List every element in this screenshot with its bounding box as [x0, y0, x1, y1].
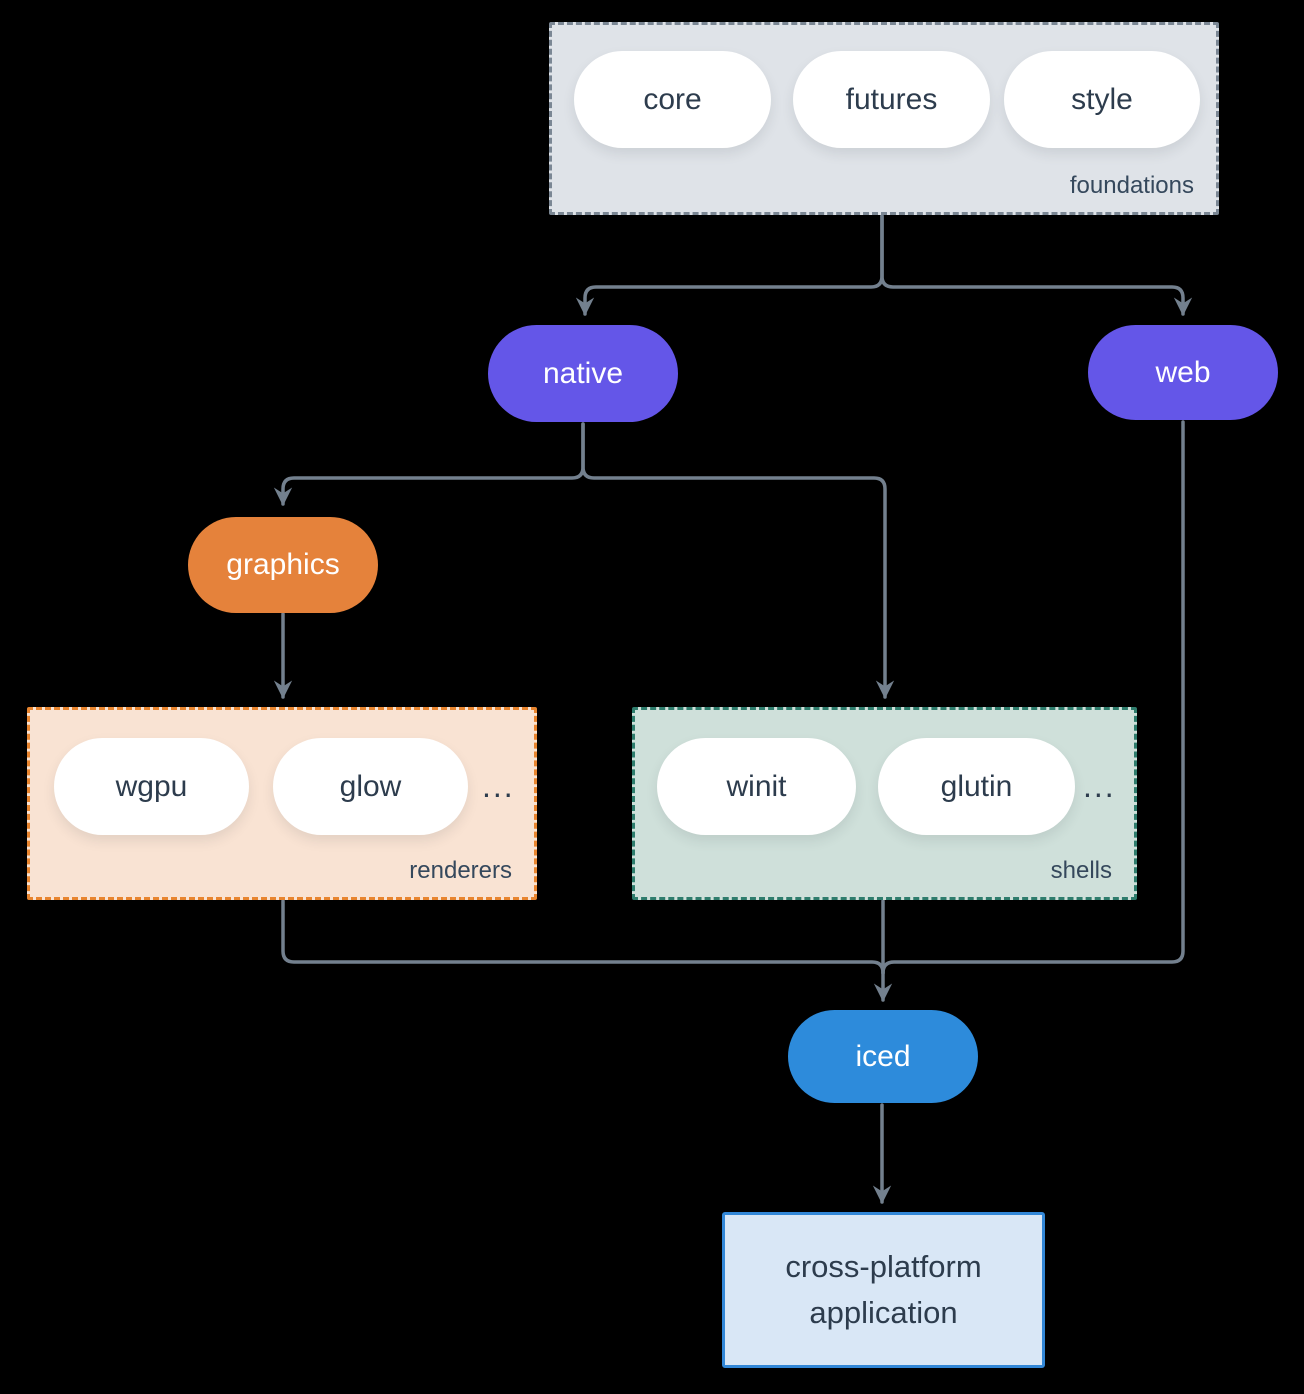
crate-wgpu: wgpu [54, 738, 249, 835]
crate-wgpu-label: wgpu [115, 769, 188, 803]
shells-group: winit glutin ... shells [632, 707, 1137, 900]
app-label-line2: application [809, 1295, 958, 1330]
edge-renderers-iced [281, 899, 885, 975]
edge-native-graphics [273, 422, 585, 506]
shells-ellipsis: ... [1083, 768, 1116, 804]
node-native: native [488, 325, 678, 422]
crate-winit: winit [657, 738, 856, 835]
node-web: web [1088, 325, 1278, 420]
edge-foundations-native [575, 214, 884, 316]
node-graphics: graphics [188, 517, 378, 613]
crate-futures-label: futures [845, 82, 938, 116]
crate-glutin-label: glutin [940, 769, 1013, 803]
edge-native-shells [581, 422, 895, 699]
renderers-group: wgpu glow ... renderers [27, 707, 537, 900]
node-native-label: native [542, 356, 624, 390]
crate-winit-label: winit [726, 769, 787, 803]
renderers-ellipsis: ... [482, 768, 515, 804]
app-label-line1: cross-platform [785, 1249, 982, 1285]
cross-platform-application-box: cross-platform application [722, 1212, 1045, 1368]
crate-glutin: glutin [878, 738, 1075, 835]
node-iced-label: iced [855, 1039, 911, 1073]
crate-core-label: core [643, 82, 702, 116]
crate-style: style [1004, 51, 1200, 148]
foundations-group: core futures style foundations [549, 22, 1219, 215]
crate-style-label: style [1071, 82, 1133, 116]
crate-core: core [574, 51, 771, 148]
renderers-group-label: renderers [409, 857, 512, 884]
crate-glow: glow [273, 738, 468, 835]
node-web-label: web [1155, 355, 1211, 389]
crate-futures: futures [793, 51, 990, 148]
node-iced: iced [788, 1010, 978, 1103]
foundations-group-label: foundations [1069, 172, 1194, 199]
shells-group-label: shells [1050, 857, 1112, 884]
crate-glow-label: glow [339, 769, 402, 803]
node-graphics-label: graphics [226, 548, 340, 581]
edge-foundations-web [880, 214, 1193, 316]
